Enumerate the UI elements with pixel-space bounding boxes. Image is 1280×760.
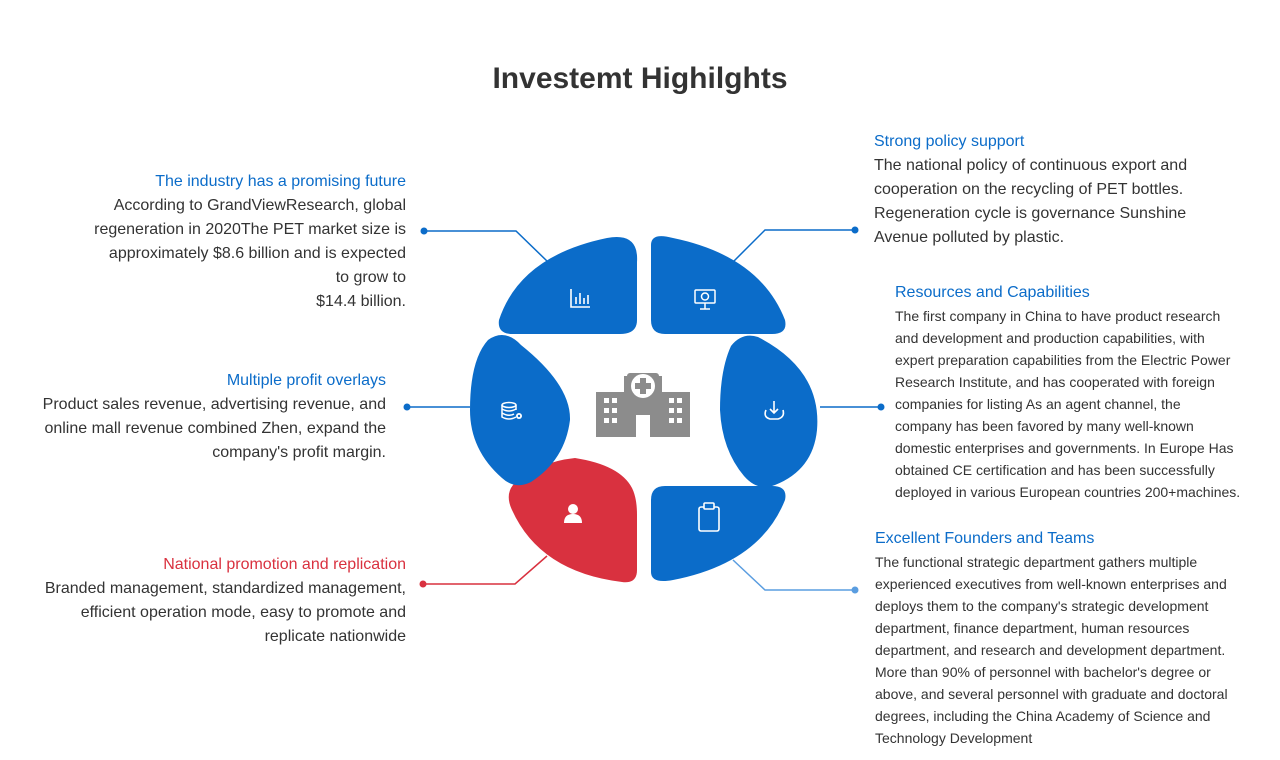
highlight-resources-line: expert preparation capabilities from the… — [895, 352, 1231, 368]
user-icon — [564, 504, 582, 523]
highlight-founders-line: Technology Development — [875, 730, 1033, 746]
highlight-national-line: efficient operation mode, easy to promot… — [80, 604, 406, 621]
highlight-resources-line: company has been favored by many well-kn… — [895, 418, 1194, 434]
highlight-resources-line: companies for listing As an agent channe… — [895, 396, 1181, 412]
highlight-profit: Multiple profit overlays Product sales r… — [6, 369, 386, 465]
bar-chart-icon — [570, 289, 590, 308]
connector-resources — [820, 403, 885, 411]
segment-profit — [470, 335, 571, 486]
connector-founders — [732, 559, 859, 594]
clipboard-icon — [698, 502, 720, 532]
highlight-policy-line: Avenue polluted by plastic. — [874, 229, 1065, 246]
highlight-policy-line: cooperation on the recycling of PET bott… — [874, 181, 1184, 198]
segment-founders — [651, 486, 786, 581]
highlight-resources-line: Research Institute, and has cooperated w… — [895, 374, 1215, 390]
highlight-founders-line: deploys them to the company's strategic … — [875, 598, 1209, 614]
highlight-industry-line: $14.4 billion. — [316, 293, 406, 310]
highlight-resources-line: and development and production capabilit… — [895, 330, 1205, 346]
highlight-policy-title: Strong policy support — [874, 133, 1025, 150]
highlight-resources-title: Resources and Capabilities — [895, 284, 1090, 301]
highlight-resources-line: domestic enterprises and governments. In… — [895, 440, 1234, 456]
page-title: Investemt Highilghts — [492, 62, 788, 95]
connector-policy — [732, 226, 859, 263]
highlight-resources: Resources and Capabilities The first com… — [895, 281, 1275, 503]
highlight-resources-line: deployed in various European countries 2… — [895, 484, 1241, 500]
highlight-founders-line: department, and research and development… — [875, 642, 1226, 658]
highlight-national-title: National promotion and replication — [163, 556, 406, 573]
highlight-policy-line: Regeneration cycle is governance Sunshin… — [874, 205, 1187, 222]
highlight-industry-title: The industry has a promising future — [155, 173, 406, 190]
highlight-founders-title: Excellent Founders and Teams — [875, 530, 1095, 547]
highlight-founders-line: degrees, including the China Academy of … — [875, 708, 1211, 724]
hospital-building-icon — [596, 373, 690, 437]
highlight-profit-line: Product sales revenue, advertising reven… — [42, 396, 386, 413]
highlight-resources-line: The first company in China to have produ… — [895, 308, 1221, 324]
highlight-policy-line: The national policy of continuous export… — [874, 157, 1188, 174]
highlight-founders-line: experienced executives from well-known e… — [875, 576, 1227, 592]
highlight-resources-line: obtained CE certification and has been s… — [895, 462, 1215, 478]
highlight-industry-line: regeneration in 2020The PET market size … — [94, 221, 406, 238]
highlight-industry: The industry has a promising future Acco… — [40, 170, 406, 314]
connector-national — [419, 555, 548, 588]
highlight-founders-line: More than 90% of personnel with bachelor… — [875, 664, 1211, 680]
highlight-industry-line: to grow to — [335, 269, 406, 286]
highlight-industry-line: approximately $8.6 billion and is expect… — [108, 245, 406, 262]
cloud-download-icon — [764, 401, 785, 420]
presentation-board-icon — [694, 289, 716, 310]
highlight-national-line: replicate nationwide — [264, 628, 406, 645]
segment-policy — [651, 236, 786, 334]
highlight-founders: Excellent Founders and Teams The functio… — [875, 527, 1275, 749]
highlight-national-line: Branded management, standardized managem… — [44, 580, 406, 597]
highlight-founders-line: department, finance department, human re… — [875, 620, 1190, 636]
highlight-policy: Strong policy support The national polic… — [874, 130, 1254, 250]
database-settings-icon — [501, 401, 522, 420]
connector-profit — [403, 403, 470, 411]
connector-industry — [420, 227, 549, 263]
highlight-founders-line: above, and several personnel with gradua… — [875, 686, 1228, 702]
highlight-profit-line: company's profit margin. — [212, 444, 386, 461]
highlight-profit-title: Multiple profit overlays — [226, 372, 386, 389]
highlight-industry-line: According to GrandViewResearch, global — [113, 197, 406, 214]
highlight-founders-line: The functional strategic department gath… — [875, 554, 1198, 570]
segment-industry — [498, 237, 638, 334]
highlight-profit-line: online mall revenue combined Zhen, expan… — [44, 420, 386, 437]
segment-resources — [720, 335, 818, 488]
highlight-national: National promotion and replication Brand… — [10, 553, 406, 649]
